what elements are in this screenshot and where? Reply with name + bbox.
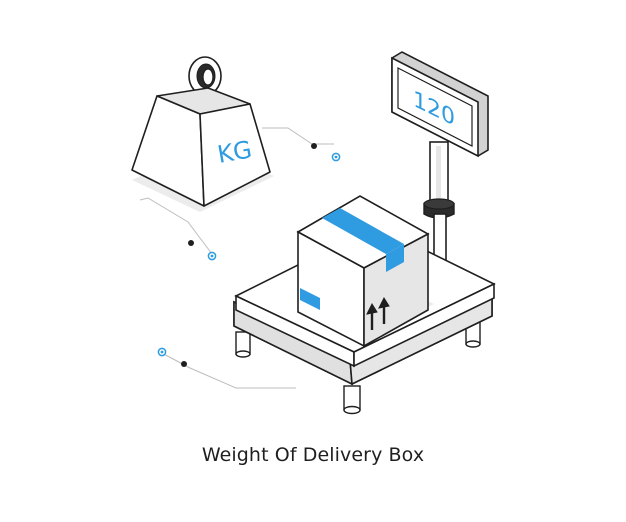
kettlebell-weight-icon: KG xyxy=(131,56,274,212)
digital-display-icon: 120 xyxy=(391,51,489,265)
illustration-caption: Weight Of Delivery Box xyxy=(201,444,425,466)
this-side-up-arrows-icon xyxy=(366,296,390,330)
connector-lines xyxy=(139,127,334,389)
weight-label: KG xyxy=(215,135,254,169)
connector-dots xyxy=(157,143,341,367)
cardboard-box-icon xyxy=(296,195,430,348)
